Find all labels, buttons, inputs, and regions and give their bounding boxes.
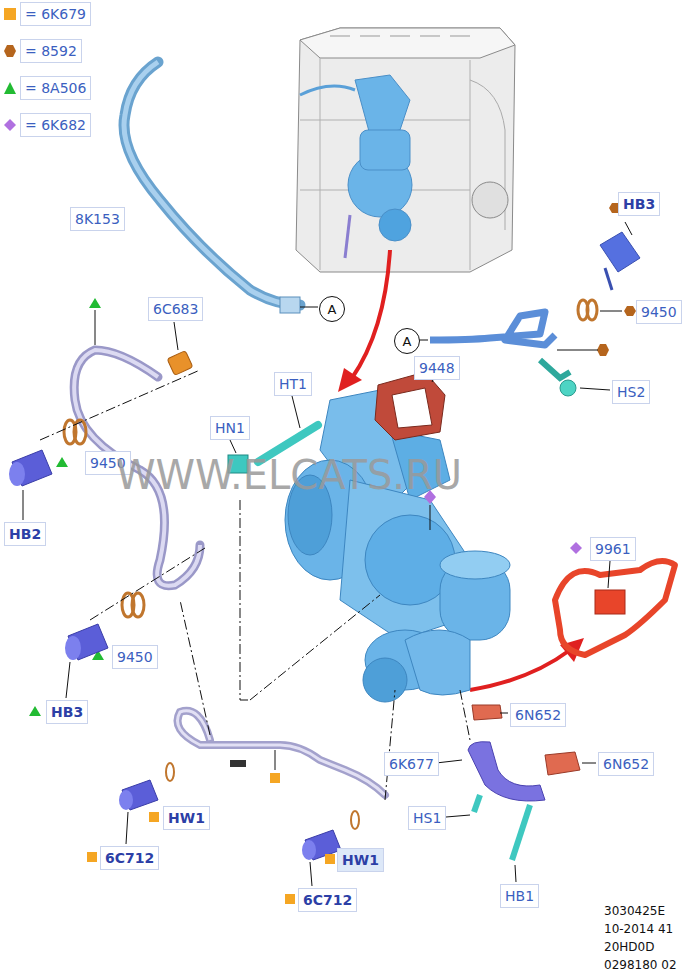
circle-letter: A [328, 302, 337, 317]
callout-number: HW1 [337, 848, 384, 872]
engine-block [296, 28, 515, 272]
callout-number: HT1 [274, 372, 312, 396]
connector-circle: A [394, 328, 420, 354]
callout-number: 6N652 [510, 703, 566, 727]
drawing-code: 20HD0D [604, 940, 654, 955]
circle-letter: A [403, 334, 412, 349]
legend-text: = 8592 [20, 39, 82, 63]
callout-number: 6K677 [384, 752, 439, 776]
callout-number: HN1 [210, 416, 250, 440]
legend-text: = 6K682 [20, 113, 91, 137]
drawing-code: 3030425E [604, 904, 665, 919]
callout-number: 9450 [112, 645, 158, 669]
callout-number: 6C683 [148, 297, 203, 321]
callout-number: HS2 [612, 380, 650, 404]
callout-number: HS1 [408, 806, 446, 830]
callout-number: 6C712 [298, 888, 357, 912]
callout-number: HB1 [500, 884, 539, 908]
drawing-code: 10-2014 41 [604, 922, 673, 937]
callout-number: 9450 [636, 300, 682, 324]
callout-number: 9961 [590, 537, 636, 561]
turbo-in-place [300, 75, 412, 258]
drawing-code: 0298180 02 [604, 958, 677, 973]
watermark: WWW.ELCATS.RU [116, 452, 462, 498]
callout-number: 9448 [414, 356, 460, 380]
callout-number: 6C712 [100, 846, 159, 870]
pointer-arrow [352, 250, 390, 378]
connector-circle: A [319, 296, 345, 322]
legend-text: = 8A506 [20, 76, 91, 100]
legend-swatch [4, 82, 16, 94]
legend-swatch [4, 8, 16, 20]
callout-number: HB2 [4, 522, 46, 546]
callout-number: HW1 [163, 806, 210, 830]
legend-text: = 6K679 [20, 2, 91, 26]
callout-number: 6N652 [598, 752, 654, 776]
callout-number: HB3 [46, 700, 88, 724]
callout-number: 8K153 [70, 207, 125, 231]
legend-swatch [4, 45, 16, 57]
callout-number: HB3 [618, 192, 660, 216]
oil-pipe [124, 62, 300, 305]
legend-swatch [4, 119, 16, 131]
